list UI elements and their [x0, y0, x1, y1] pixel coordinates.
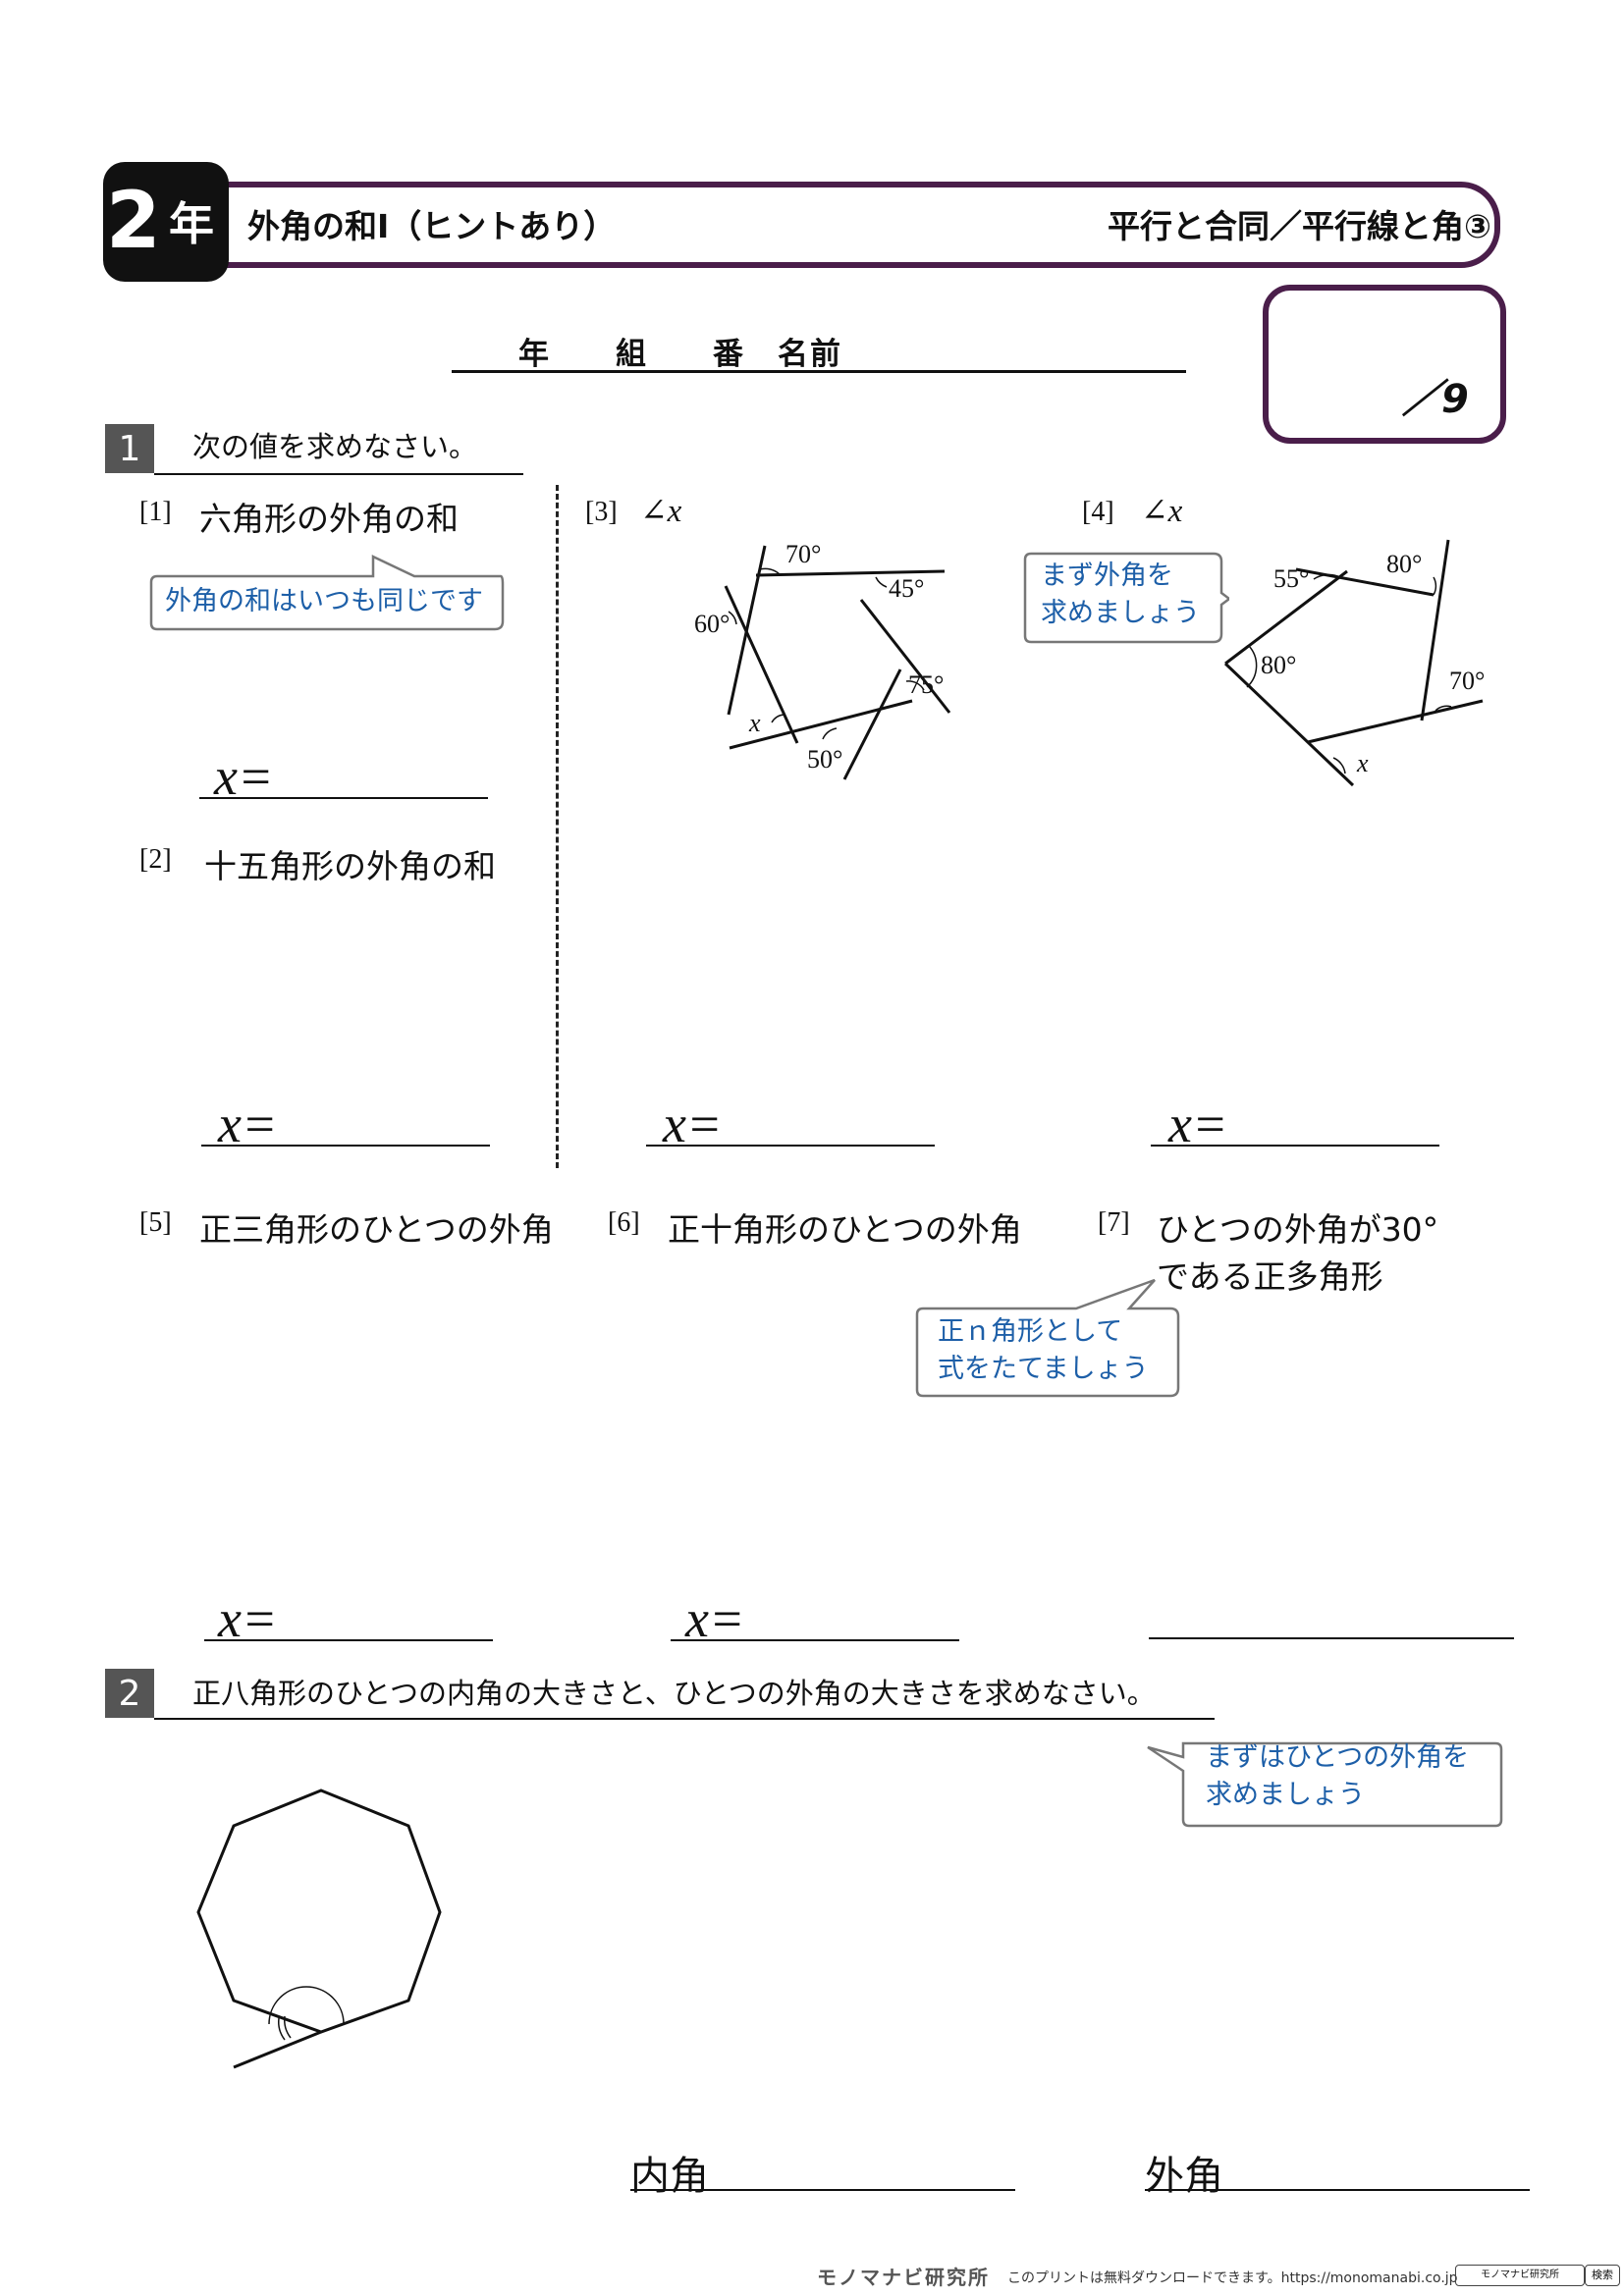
- q2-answer-prefix: x=: [218, 1095, 278, 1153]
- q4-angle-label: 55°: [1273, 564, 1310, 593]
- section-1-instruction: 次の値を求めなさい。: [192, 430, 478, 463]
- q4-answer-prefix: x=: [1168, 1095, 1228, 1153]
- worksheet-title: 外角の和Ⅰ（ヒントあり）: [247, 207, 617, 245]
- q6-label: [6]: [608, 1207, 640, 1238]
- q1-answer-prefix: x=: [214, 747, 274, 806]
- exterior-angle-label: 外角: [1145, 2154, 1223, 2199]
- section-2-underline: [154, 1718, 1215, 1720]
- footer-search-button[interactable]: 検索: [1585, 2265, 1620, 2286]
- q3-angle-x: x: [749, 709, 761, 737]
- score-box: [1263, 285, 1506, 444]
- q4-angle-label: 70°: [1449, 667, 1486, 695]
- unit-title: 平行と合同／平行線と角③: [1108, 207, 1491, 245]
- q3-angle-label: 50°: [807, 745, 843, 774]
- q4-label: [4]: [1082, 497, 1114, 527]
- q4-angle-label: 80°: [1386, 550, 1423, 578]
- grade-unit: 年: [169, 197, 214, 250]
- column-divider: [556, 485, 559, 1168]
- q3-angle-label: 45°: [889, 574, 925, 603]
- q3-angle-label: 60°: [694, 610, 731, 638]
- footer-text: このプリントは無料ダウンロードできます。https://monomanabi.c…: [1007, 2270, 1458, 2286]
- q1-hint: 外角の和はいつも同じです: [165, 586, 483, 616]
- exterior-angle-answer-line[interactable]: [1145, 2189, 1530, 2191]
- octagon-figure: [196, 1789, 442, 2069]
- q4-pentagon-figure: [1223, 539, 1484, 787]
- title-bar: [218, 182, 1500, 268]
- grade-badge: [103, 162, 229, 282]
- q1-answer-line[interactable]: [199, 797, 488, 799]
- q7-hint: 正ｎ角形として 式をたてましょう: [938, 1316, 1149, 1384]
- q4-text: ∠x: [1141, 494, 1183, 529]
- grade-number: 2: [106, 175, 161, 266]
- score-total: ／9: [1402, 377, 1469, 422]
- q3-angle-label: 75°: [908, 670, 945, 699]
- section-1-underline: [154, 473, 523, 475]
- interior-angle-answer-line[interactable]: [630, 2189, 1015, 2191]
- q5-text: 正三角形のひとつの外角: [199, 1210, 554, 1249]
- q2-label: [2]: [139, 844, 172, 875]
- q2-answer-line[interactable]: [201, 1145, 490, 1147]
- section-2-instruction: 正八角形のひとつの内角の大きさと、ひとつの外角の大きさを求めなさい。: [192, 1677, 1156, 1710]
- q7-text-line2: である正多角形: [1157, 1257, 1383, 1296]
- q6-answer-prefix: x=: [685, 1589, 745, 1648]
- q4-hint-bubble: [1023, 552, 1229, 644]
- q1-hint-bubble: [149, 555, 505, 631]
- q4-hint: まず外角を 求めましょう: [1041, 561, 1200, 628]
- q3-label: [3]: [585, 497, 618, 527]
- interior-angle-label: 内角: [630, 2154, 709, 2199]
- section-2-hint: まずはひとつの外角を 求めましょう: [1206, 1742, 1470, 1810]
- q3-answer-line[interactable]: [646, 1145, 935, 1147]
- q7-label: [7]: [1098, 1207, 1130, 1238]
- name-row: 年 組 番 名前: [518, 337, 842, 372]
- q4-angle-x: x: [1357, 749, 1369, 777]
- q5-label: [5]: [139, 1207, 172, 1238]
- q1-label: [1]: [139, 497, 172, 527]
- section-2-number: 2: [105, 1669, 154, 1718]
- q5-answer-prefix: x=: [218, 1589, 278, 1648]
- q7-hint-bubble: [915, 1278, 1180, 1398]
- q3-angle-label: 70°: [785, 540, 822, 568]
- q6-text: 正十角形のひとつの外角: [668, 1210, 1022, 1249]
- q3-answer-prefix: x=: [663, 1095, 723, 1153]
- section-2-hint-bubble: [1147, 1741, 1503, 1828]
- name-underline: [452, 370, 1186, 373]
- footer-search-box[interactable]: モノマナビ研究所: [1455, 2265, 1585, 2286]
- q4-answer-line[interactable]: [1151, 1145, 1439, 1147]
- q3-text: ∠x: [640, 494, 682, 529]
- q2-text: 十五角形の外角の和: [204, 847, 496, 885]
- q7-text-line1: ひとつの外角が30°: [1157, 1210, 1439, 1249]
- q3-hexagon-figure: [724, 545, 951, 780]
- q1-text: 六角形の外角の和: [199, 500, 459, 538]
- q4-angle-label: 80°: [1261, 651, 1297, 679]
- section-1-number: 1: [105, 424, 154, 473]
- q5-answer-line[interactable]: [204, 1639, 493, 1641]
- footer-brand: モノマナビ研究所: [817, 2266, 990, 2289]
- q7-answer-line[interactable]: [1149, 1637, 1514, 1639]
- q6-answer-line[interactable]: [671, 1639, 959, 1641]
